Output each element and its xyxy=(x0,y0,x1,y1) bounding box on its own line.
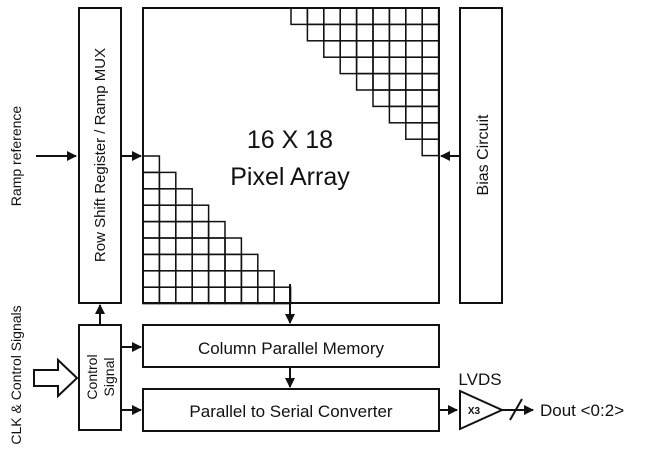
column-memory-label: Column Parallel Memory xyxy=(198,339,385,358)
pixel-array-box xyxy=(142,7,440,304)
pixel-grid-lower xyxy=(142,155,292,305)
p2s-converter-box xyxy=(142,388,440,432)
pixel-array-title-line1: 16 X 18 xyxy=(247,126,333,154)
p2s-converter-label: Parallel to Serial Converter xyxy=(189,402,392,421)
clk-control-label: CLK & Control Signals xyxy=(8,305,24,444)
row-shift-register-label: Row Shift Register / Ramp MUX xyxy=(92,48,109,262)
lvds-buffer-triangle xyxy=(459,389,505,431)
lvds-label: LVDS xyxy=(458,370,501,389)
control-signal-label-line1: Control xyxy=(84,354,100,399)
control-signal-label-line2: Signal xyxy=(101,358,117,397)
pixel-cell xyxy=(421,138,440,157)
pixel-grid-upper xyxy=(290,7,440,157)
pixel-array-title-line2: Pixel Array xyxy=(230,163,350,191)
bus-slash xyxy=(509,398,523,421)
bias-circuit-box xyxy=(459,7,503,304)
control-signal-box xyxy=(78,324,122,431)
clk-input-hollow-arrow xyxy=(33,357,79,399)
lvds-x3-label: X3 xyxy=(468,406,481,417)
dout-label: Dout <0:2> xyxy=(540,401,624,420)
bias-circuit-label: Bias Circuit xyxy=(475,114,492,195)
ramp-reference-label: Ramp reference xyxy=(8,106,24,207)
column-memory-box xyxy=(142,324,440,368)
